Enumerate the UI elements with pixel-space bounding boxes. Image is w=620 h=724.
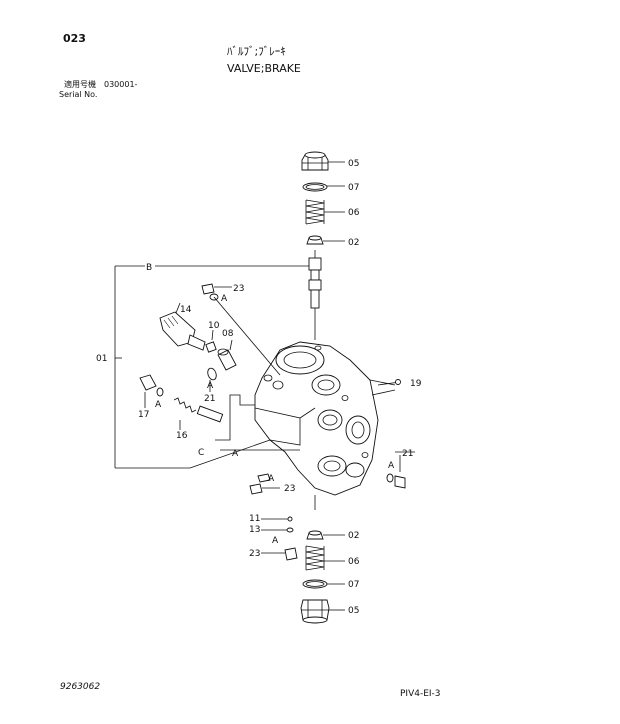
callout-10: 10 — [208, 321, 220, 331]
callout-19: 19 — [410, 379, 422, 389]
poppet-top — [306, 235, 324, 245]
title-japanese: ﾊﾞﾙﾌﾞ;ﾌﾞﾚｰｷ — [227, 45, 286, 58]
callout-23-low: 23 — [249, 549, 260, 559]
title-english: VALVE;BRAKE — [227, 62, 301, 75]
figure-code: 9263062 — [60, 682, 101, 692]
callout-06-top: 06 — [348, 208, 360, 218]
callout-21-left: 21 — [204, 394, 215, 404]
brake-valve-housing — [254, 341, 396, 496]
callout-07-top: 07 — [348, 183, 359, 193]
callout-a-low: A — [272, 536, 279, 546]
callout-a-lower: A — [268, 474, 275, 484]
callout-21-right: 21 — [402, 449, 413, 459]
serial-label-japanese: 適用号機 030001- — [64, 80, 138, 89]
serial-label-english: Serial No. — [59, 90, 98, 99]
plug-23-low — [284, 547, 298, 561]
assembly-bracket — [114, 265, 309, 469]
callout-02-top: 02 — [348, 238, 359, 248]
spool-b — [308, 250, 322, 340]
callout-08: 08 — [222, 329, 234, 339]
callout-16: 16 — [176, 431, 188, 441]
callout-23-top: 23 — [233, 284, 244, 294]
callout-06-low: 06 — [348, 557, 360, 567]
page-number: 023 — [63, 32, 86, 45]
sheet-code: PIV4-EI-3 — [400, 689, 441, 699]
callout-a-bottom: A — [232, 449, 239, 459]
o-ring-top — [302, 182, 328, 192]
callout-07-low: 07 — [348, 580, 359, 590]
plug-17 — [139, 374, 164, 397]
callout-05-low: 05 — [348, 606, 359, 616]
sleeve-08 — [217, 348, 237, 371]
callout-13: 13 — [249, 525, 260, 535]
spring-16 — [173, 397, 224, 423]
callout-a-left: A — [155, 400, 162, 410]
callout-05-top: 05 — [348, 159, 359, 169]
small-parts-11-13 — [286, 516, 294, 533]
callout-c: C — [198, 448, 204, 458]
plug-bottom — [300, 599, 330, 624]
callout-01: 01 — [96, 354, 107, 364]
callout-11: 11 — [249, 514, 260, 524]
plug-10 — [205, 341, 217, 353]
relief-cartridge-14 — [159, 311, 206, 351]
callout-14: 14 — [180, 305, 192, 315]
plug-23-mid — [249, 473, 271, 495]
callout-02-low: 02 — [348, 531, 359, 541]
o-ring-21-left — [207, 367, 217, 381]
spring-bottom — [305, 545, 325, 571]
callout-a-right: A — [388, 461, 395, 471]
callout-b: B — [146, 263, 152, 273]
plug-23-top — [201, 283, 219, 301]
plug-21-right — [386, 473, 406, 489]
plug-top — [301, 151, 329, 171]
callout-a-top: A — [221, 294, 228, 304]
spring-top — [305, 199, 325, 225]
o-ring-bottom — [302, 579, 328, 589]
poppet-bottom — [306, 530, 324, 540]
callout-17: 17 — [138, 410, 149, 420]
callout-a-mid: A — [207, 381, 214, 391]
callout-23-mid: 23 — [284, 484, 295, 494]
